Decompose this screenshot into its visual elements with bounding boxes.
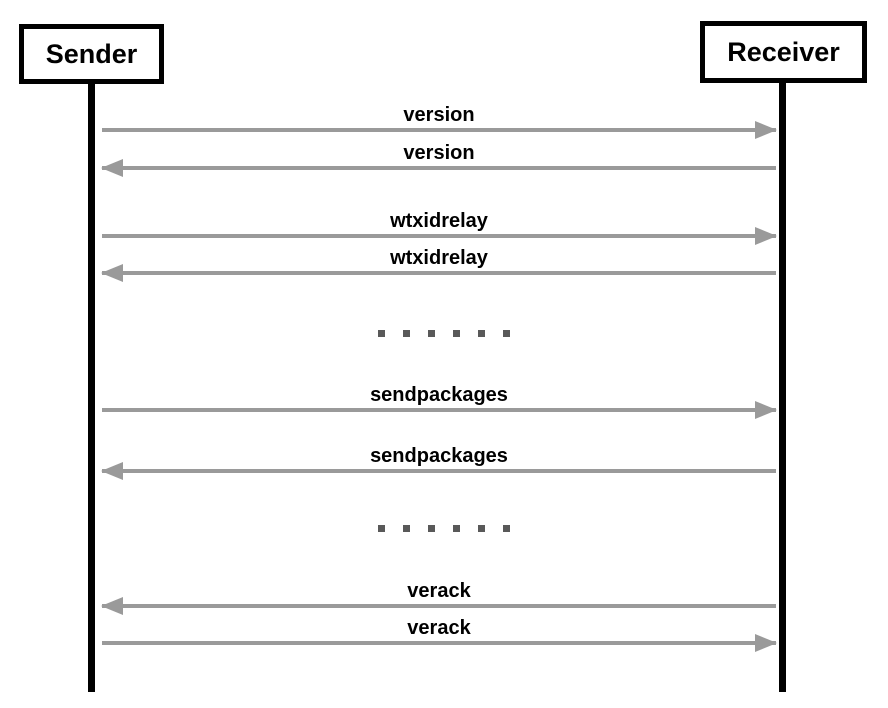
ellipsis-dot bbox=[403, 525, 410, 532]
participant-receiver-label: Receiver bbox=[727, 36, 840, 67]
continuation-ellipsis bbox=[0, 330, 888, 337]
message-line bbox=[102, 641, 776, 645]
message-label: wtxidrelay bbox=[390, 210, 488, 232]
message-line bbox=[102, 128, 776, 132]
ellipsis-dot bbox=[478, 330, 485, 337]
message-line bbox=[102, 469, 776, 473]
message-line bbox=[102, 408, 776, 412]
arrowhead-right-icon bbox=[755, 634, 777, 652]
ellipsis-dot bbox=[428, 525, 435, 532]
ellipsis-dot bbox=[378, 330, 385, 337]
message-line bbox=[102, 604, 776, 608]
arrowhead-right-icon bbox=[755, 227, 777, 245]
ellipsis-dot bbox=[453, 525, 460, 532]
message-label: version bbox=[403, 142, 475, 164]
message-label: sendpackages bbox=[370, 445, 508, 467]
participant-sender-label: Sender bbox=[45, 38, 138, 69]
arrowhead-right-icon bbox=[755, 401, 777, 419]
arrowhead-right-icon bbox=[755, 121, 777, 139]
arrowhead-left-icon bbox=[101, 264, 123, 282]
lifeline-receiver bbox=[779, 83, 786, 692]
arrowhead-left-icon bbox=[101, 159, 123, 177]
message-line bbox=[102, 166, 776, 170]
continuation-ellipsis bbox=[0, 525, 888, 532]
ellipsis-dot bbox=[378, 525, 385, 532]
participant-receiver: Receiver bbox=[700, 21, 867, 83]
message-label: version bbox=[403, 104, 475, 126]
lifeline-sender bbox=[88, 83, 95, 692]
arrowhead-left-icon bbox=[101, 462, 123, 480]
participant-sender: Sender bbox=[19, 24, 164, 84]
message-label: sendpackages bbox=[370, 384, 508, 406]
arrowhead-left-icon bbox=[101, 597, 123, 615]
message-label: verack bbox=[407, 580, 471, 602]
message-label: wtxidrelay bbox=[390, 247, 488, 269]
ellipsis-dot bbox=[403, 330, 410, 337]
message-label: verack bbox=[407, 617, 471, 639]
ellipsis-dot bbox=[503, 330, 510, 337]
ellipsis-dot bbox=[503, 525, 510, 532]
message-line bbox=[102, 271, 776, 275]
ellipsis-dot bbox=[478, 525, 485, 532]
message-line bbox=[102, 234, 776, 238]
ellipsis-dot bbox=[453, 330, 460, 337]
ellipsis-dot bbox=[428, 330, 435, 337]
